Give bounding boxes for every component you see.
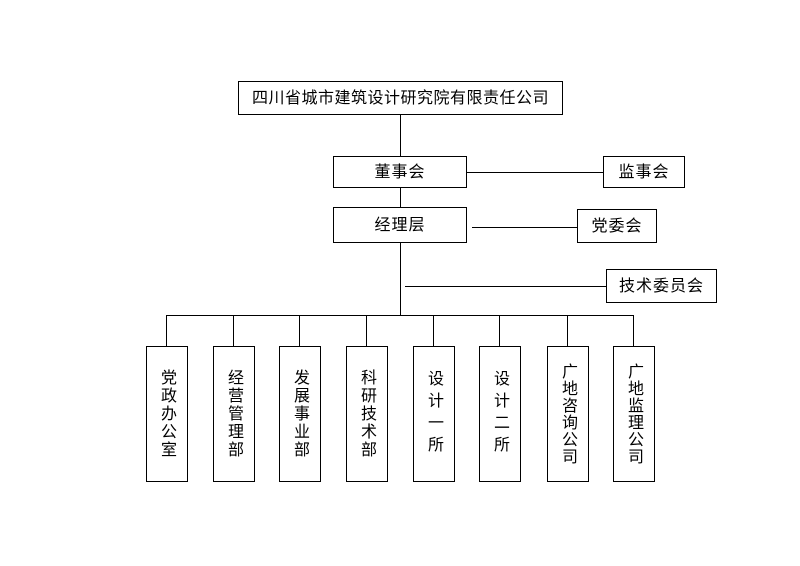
department-drop-7 bbox=[567, 315, 569, 346]
department-box-2: 经营管理部 bbox=[213, 346, 255, 482]
connector-board-to-supervisors bbox=[467, 172, 603, 174]
party-committee-box: 党委会 bbox=[577, 209, 657, 243]
department-label-2: 经营管理部 bbox=[225, 369, 244, 459]
connector-management-to-party-committee bbox=[472, 227, 577, 229]
department-label-4: 科研技术部 bbox=[358, 369, 377, 459]
department-drop-3 bbox=[299, 315, 301, 346]
connector-management-to-departments bbox=[400, 243, 402, 316]
management-box: 经理层 bbox=[333, 207, 467, 243]
department-box-3: 发展事业部 bbox=[279, 346, 321, 482]
department-box-7: 广地咨询公司 bbox=[547, 346, 589, 482]
connector-root-to-board bbox=[400, 115, 402, 156]
party-committee-label: 党委会 bbox=[591, 216, 643, 235]
department-drop-5 bbox=[433, 315, 435, 346]
department-label-7: 广地咨询公司 bbox=[559, 363, 578, 465]
department-drop-1 bbox=[166, 315, 168, 346]
board-label: 董事会 bbox=[374, 162, 426, 181]
department-box-4: 科研技术部 bbox=[346, 346, 388, 482]
department-box-8: 广地监理公司 bbox=[613, 346, 655, 482]
department-label-3: 发展事业部 bbox=[291, 369, 310, 459]
department-bus-line bbox=[166, 315, 634, 317]
supervisors-box: 监事会 bbox=[603, 156, 685, 188]
connector-to-tech-committee bbox=[405, 286, 606, 288]
tech-committee-label: 技术委员会 bbox=[618, 276, 704, 295]
connector-board-to-management bbox=[400, 188, 402, 207]
department-label-5: 设计一所 bbox=[425, 370, 444, 458]
supervisors-label: 监事会 bbox=[618, 162, 670, 181]
department-label-1: 党政办公室 bbox=[158, 369, 177, 459]
department-box-6: 设计二所 bbox=[479, 346, 521, 482]
board-box: 董事会 bbox=[333, 156, 467, 188]
department-drop-4 bbox=[366, 315, 368, 346]
department-box-5: 设计一所 bbox=[413, 346, 455, 482]
management-label: 经理层 bbox=[374, 215, 426, 234]
root-company-box: 四川省城市建筑设计研究院有限责任公司 bbox=[238, 81, 563, 115]
tech-committee-box: 技术委员会 bbox=[606, 269, 717, 303]
department-drop-6 bbox=[499, 315, 501, 346]
root-company-label: 四川省城市建筑设计研究院有限责任公司 bbox=[251, 88, 549, 107]
department-drop-8 bbox=[633, 315, 635, 346]
department-box-1: 党政办公室 bbox=[146, 346, 188, 482]
department-label-6: 设计二所 bbox=[491, 370, 510, 458]
department-label-8: 广地监理公司 bbox=[625, 363, 644, 465]
department-drop-2 bbox=[233, 315, 235, 346]
